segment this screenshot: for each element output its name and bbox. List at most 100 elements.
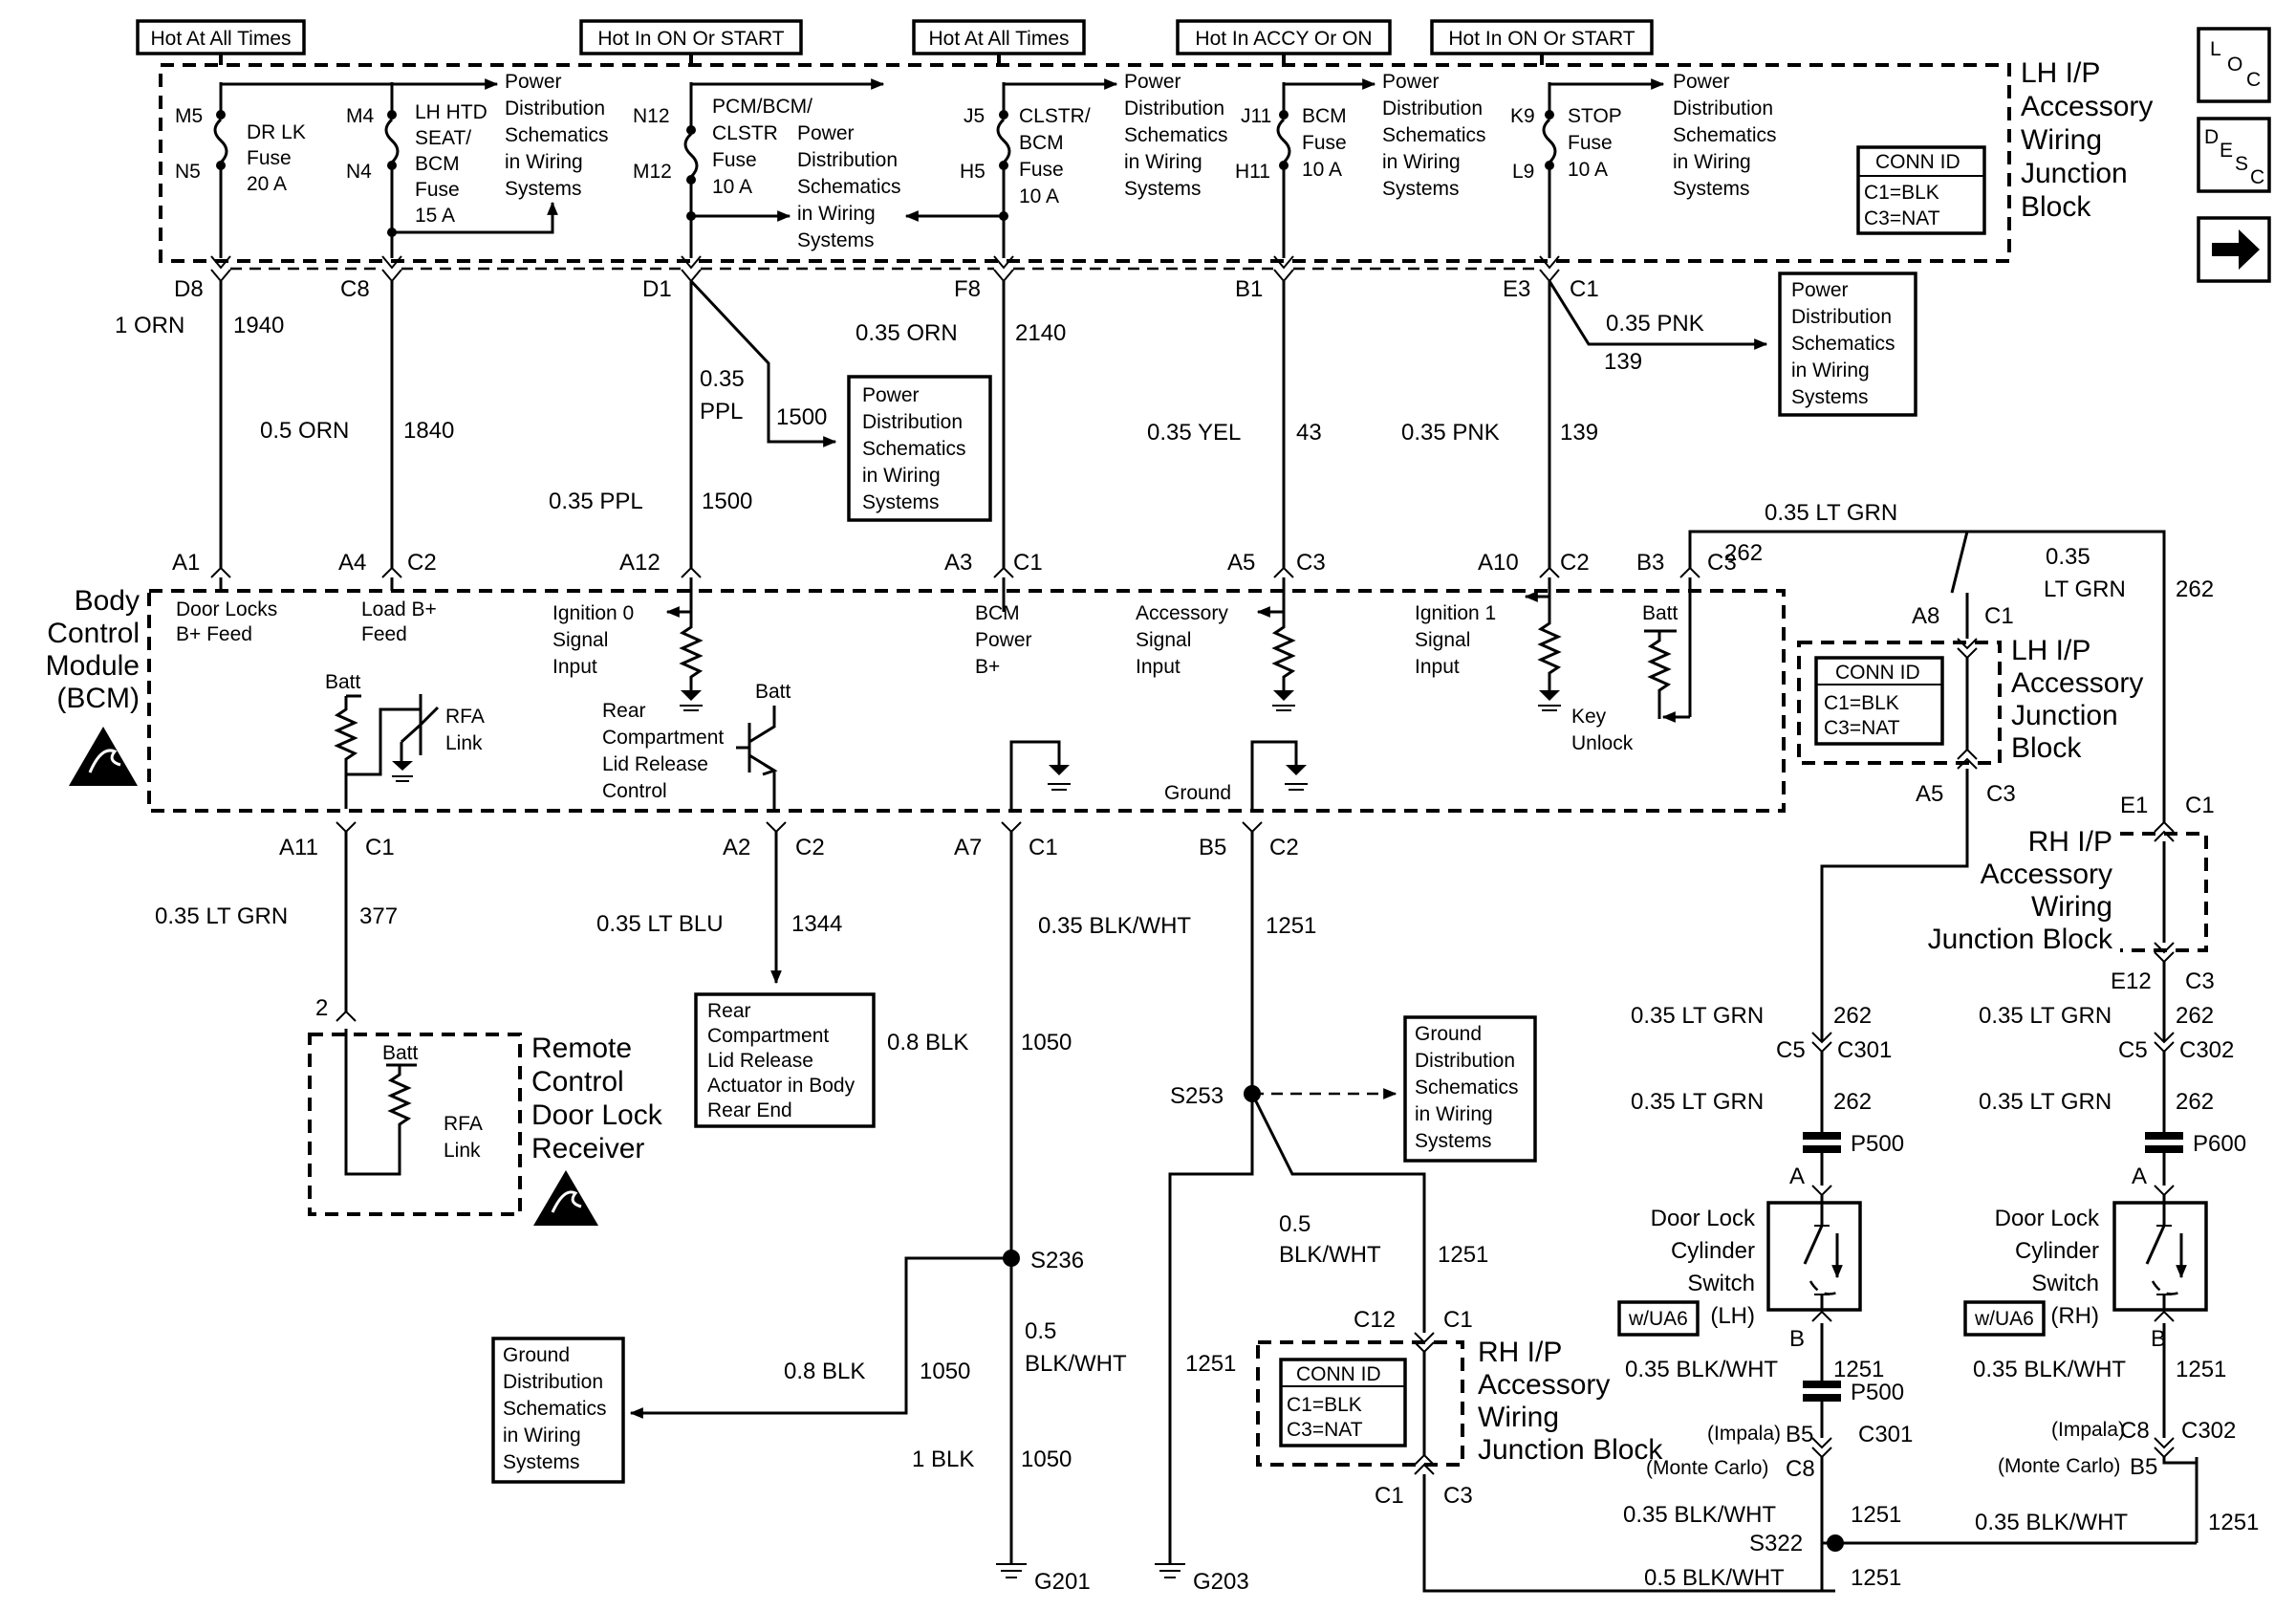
- svg-text:Batt: Batt: [1642, 602, 1679, 624]
- svg-text:E: E: [2220, 140, 2233, 162]
- svg-text:C1=BLK: C1=BLK: [1824, 692, 1899, 714]
- svg-text:BCM: BCM: [415, 153, 460, 175]
- svg-text:139: 139: [1604, 349, 1642, 375]
- svg-text:0.8 BLK: 0.8 BLK: [784, 1359, 865, 1384]
- svg-text:Link: Link: [445, 732, 483, 754]
- svg-text:Input: Input: [552, 656, 597, 678]
- bcm-top-pins: A1 A4 C2 A12 A3 C1 A5 C3 A10 C2 B3 C3: [172, 550, 1737, 578]
- bcm-accessory-input: Accessory Signal Input: [1136, 577, 1296, 711]
- ground-g203: G203: [1155, 1563, 1249, 1595]
- svg-text:Systems: Systems: [1673, 178, 1750, 200]
- svg-text:Distribution: Distribution: [503, 1371, 603, 1393]
- svg-text:LH I/P: LH I/P: [2011, 635, 2090, 666]
- svg-text:PPL: PPL: [700, 399, 743, 424]
- svg-text:Batt: Batt: [382, 1042, 419, 1064]
- splice-s236: S236: [629, 1248, 1084, 1419]
- svg-text:0.35 BLK/WHT: 0.35 BLK/WHT: [1038, 913, 1191, 939]
- svg-text:L: L: [2210, 38, 2221, 60]
- svg-text:Power: Power: [797, 122, 855, 144]
- svg-text:N5: N5: [175, 161, 201, 183]
- svg-text:(Monte Carlo): (Monte Carlo): [1998, 1455, 2120, 1477]
- svg-text:Systems: Systems: [1415, 1130, 1492, 1152]
- svg-text:Ignition 1: Ignition 1: [1415, 602, 1496, 624]
- rear-compartment-actuator: Rear Compartment Lid Release Actuator in…: [694, 992, 876, 1128]
- svg-text:Control: Control: [531, 1066, 624, 1098]
- esd-icon-bcm: [69, 727, 138, 786]
- conn-id-top: CONN ID C1=BLK C3=NAT: [1856, 145, 1986, 235]
- svg-text:Load B+: Load B+: [361, 598, 437, 620]
- svg-text:C12: C12: [1354, 1307, 1396, 1333]
- svg-text:L9: L9: [1512, 161, 1534, 183]
- bcm-load-feed: Load B+ Feed: [361, 577, 437, 645]
- hot-label-5: Hot In ON Or START: [1430, 19, 1654, 55]
- svg-text:10 A: 10 A: [1568, 159, 1608, 181]
- svg-text:Systems: Systems: [1791, 386, 1869, 408]
- pd-ref-1: Power Distribution Schematics in Wiring …: [221, 71, 609, 200]
- svg-text:262: 262: [1724, 540, 1763, 566]
- svg-text:Accessory: Accessory: [1136, 602, 1228, 624]
- svg-text:0.5 BLK/WHT: 0.5 BLK/WHT: [1644, 1565, 1785, 1591]
- svg-text:A5: A5: [1227, 550, 1255, 576]
- svg-text:CLSTR: CLSTR: [712, 122, 778, 144]
- svg-text:C3=NAT: C3=NAT: [1864, 207, 1940, 229]
- loc-icon[interactable]: L O C: [2197, 27, 2271, 103]
- svg-text:B5: B5: [1199, 835, 1226, 860]
- svg-text:J11: J11: [1241, 105, 1271, 127]
- svg-text:0.35 BLK/WHT: 0.35 BLK/WHT: [1625, 1357, 1778, 1382]
- svg-text:1251: 1251: [2176, 1357, 2226, 1382]
- svg-text:S253: S253: [1170, 1083, 1224, 1109]
- svg-text:0.35 BLK/WHT: 0.35 BLK/WHT: [1975, 1510, 2128, 1535]
- svg-text:BCM: BCM: [975, 602, 1020, 624]
- svg-text:Wiring: Wiring: [1478, 1402, 1559, 1433]
- svg-text:Block: Block: [2011, 732, 2082, 764]
- svg-text:A: A: [2132, 1164, 2147, 1189]
- pd-ref-2: Power Distribution Schematics in Wiring …: [691, 78, 1004, 251]
- svg-text:O: O: [2227, 54, 2242, 76]
- svg-text:Door Lock: Door Lock: [1995, 1206, 2100, 1231]
- svg-text:Power: Power: [1382, 71, 1440, 93]
- svg-text:Accessory: Accessory: [2011, 667, 2143, 699]
- svg-text:A4: A4: [338, 550, 366, 576]
- svg-text:w/UA6: w/UA6: [1628, 1308, 1688, 1330]
- svg-text:Block: Block: [2021, 191, 2091, 223]
- svg-text:D1: D1: [642, 276, 672, 302]
- svg-text:Cylinder: Cylinder: [2015, 1238, 2099, 1264]
- wire-43: 0.35 YEL 43: [1147, 281, 1322, 568]
- pd-ref-5: Power Distribution Schematics in Wiring …: [1284, 71, 1486, 200]
- svg-text:Compartment: Compartment: [602, 727, 724, 749]
- svg-text:Distribution: Distribution: [1791, 306, 1892, 328]
- pd-ref-6: Power Distribution Schematics in Wiring …: [1549, 71, 1777, 200]
- svg-text:RFA: RFA: [445, 706, 485, 728]
- svg-text:0.35 BLK/WHT: 0.35 BLK/WHT: [1973, 1357, 2126, 1382]
- svg-text:C3: C3: [1443, 1483, 1473, 1509]
- svg-text:0.35: 0.35: [700, 366, 745, 392]
- svg-text:0.35 LT GRN: 0.35 LT GRN: [1979, 1003, 2112, 1029]
- svg-text:N4: N4: [346, 161, 372, 183]
- hot-label-1: Hot At All Times: [136, 19, 306, 55]
- svg-text:C2: C2: [1560, 550, 1590, 576]
- svg-text:10 A: 10 A: [1019, 185, 1059, 207]
- svg-text:(Monte Carlo): (Monte Carlo): [1646, 1457, 1768, 1479]
- svg-text:B5: B5: [1786, 1422, 1813, 1447]
- next-arrow-icon[interactable]: [2197, 216, 2271, 283]
- svg-text:Systems: Systems: [862, 491, 940, 513]
- svg-text:Link: Link: [444, 1140, 481, 1162]
- svg-text:A12: A12: [619, 550, 661, 576]
- svg-text:1251: 1251: [1438, 1242, 1488, 1268]
- rh-ip-junction-block-lower: C12 C1 C1 C3 RH I/P Accessory Wiring Jun…: [1256, 1307, 1663, 1509]
- desc-icon[interactable]: D E S C: [2197, 117, 2271, 193]
- svg-text:RFA: RFA: [444, 1113, 483, 1135]
- svg-text:P500: P500: [1851, 1131, 1904, 1157]
- svg-text:0.5: 0.5: [1025, 1318, 1056, 1344]
- pd-box-139: Power Distribution Schematics in Wiring …: [1778, 272, 1917, 417]
- svg-text:Fuse: Fuse: [1019, 159, 1064, 181]
- wire-1251-s253: 0.35 BLK/WHT 1251: [1038, 832, 1316, 1094]
- svg-text:0.35 LT GRN: 0.35 LT GRN: [1631, 1003, 1764, 1029]
- wire-1251-bottom-run: [1422, 1474, 1835, 1593]
- hot-label-2: Hot In ON Or START: [579, 19, 803, 55]
- svg-text:Body: Body: [75, 585, 140, 617]
- svg-text:Fuse: Fuse: [247, 147, 292, 169]
- svg-text:C1=BLK: C1=BLK: [1287, 1394, 1362, 1416]
- svg-text:Schematics: Schematics: [1124, 124, 1228, 146]
